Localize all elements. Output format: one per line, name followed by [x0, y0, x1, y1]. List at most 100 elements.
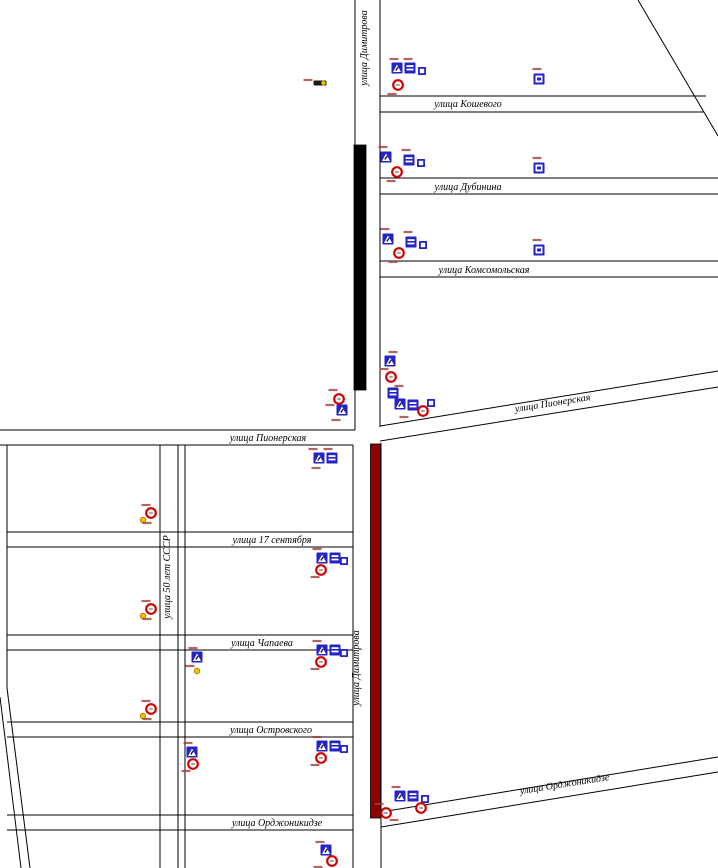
small-sign[interactable]: [340, 557, 348, 565]
street-label: улица Орджоникидзе: [518, 772, 611, 797]
street-label: улица Пионерская: [229, 433, 307, 444]
street-label: улица Кошевого: [433, 99, 502, 110]
prohibition-sign[interactable]: [391, 166, 403, 178]
streetlight-symbol[interactable]: [313, 80, 327, 86]
street-label: улица Дубинина: [434, 182, 502, 193]
prohibition-sign[interactable]: [393, 247, 405, 259]
sign-code-label: [310, 575, 320, 579]
pedestrian-crossing-sign[interactable]: [316, 740, 328, 752]
road-line: [0, 696, 22, 868]
prohibition-sign[interactable]: [380, 807, 392, 819]
street-label: улица 17 сентября: [232, 535, 312, 546]
information-sign[interactable]: [387, 387, 399, 399]
street-label: улица Пионерская: [513, 392, 591, 415]
sign-code-label: [310, 763, 320, 767]
bus-stop-sign[interactable]: [533, 244, 545, 256]
small-sign[interactable]: [340, 649, 348, 657]
information-sign[interactable]: [329, 740, 341, 752]
sign-code-label: [188, 646, 198, 650]
sign-code-label: [388, 350, 398, 354]
pedestrian-crossing-sign[interactable]: [394, 790, 406, 802]
prohibition-sign[interactable]: [145, 603, 157, 615]
street-label: улица Димитрова: [351, 630, 362, 706]
information-sign[interactable]: [329, 644, 341, 656]
street-label: улица Комсомольская: [438, 265, 530, 276]
sign-code-label: [141, 599, 151, 603]
sign-code-label: [389, 57, 399, 61]
road-line: [637, 0, 718, 137]
sign-code-label: [328, 388, 338, 392]
sign-code-label: [142, 521, 152, 525]
sign-code-label: [185, 664, 195, 668]
sign-code-label: [387, 92, 397, 96]
sign-code-label: [312, 547, 322, 551]
prohibition-sign[interactable]: [417, 405, 429, 417]
prohibition-sign[interactable]: [315, 564, 327, 576]
prohibition-sign[interactable]: [145, 703, 157, 715]
small-sign[interactable]: [427, 399, 435, 407]
street-label: улица Чапаева: [230, 638, 293, 649]
information-sign[interactable]: [326, 452, 338, 464]
pedestrian-crossing-sign[interactable]: [380, 151, 392, 163]
pedestrian-crossing-sign[interactable]: [391, 62, 403, 74]
sign-code-label: [331, 418, 341, 422]
pedestrian-crossing-sign[interactable]: [382, 233, 394, 245]
sign-code-label: [315, 840, 325, 844]
small-sign[interactable]: [340, 745, 348, 753]
sign-code-label: [303, 78, 313, 82]
sign-code-label: [403, 57, 413, 61]
sign-code-label: [142, 617, 152, 621]
sign-code-label: [391, 785, 401, 789]
prohibition-sign[interactable]: [187, 758, 199, 770]
information-sign[interactable]: [404, 62, 416, 74]
street-label: улица Димитрова: [359, 10, 370, 86]
sign-code-label: [141, 699, 151, 703]
sign-code-label: [380, 227, 390, 231]
sign-code-label: [399, 415, 409, 419]
prohibition-sign[interactable]: [326, 855, 338, 867]
small-sign[interactable]: [418, 67, 426, 75]
information-sign[interactable]: [403, 154, 415, 166]
prohibition-sign[interactable]: [333, 393, 345, 405]
pedestrian-crossing-sign[interactable]: [394, 398, 406, 410]
sign-code-label: [403, 230, 413, 234]
sign-code-label: [394, 384, 404, 388]
small-sign[interactable]: [419, 241, 427, 249]
information-sign[interactable]: [329, 552, 341, 564]
sign-code-label: [312, 735, 322, 739]
sign-code-label: [378, 145, 388, 149]
sign-code-label: [312, 639, 322, 643]
pedestrian-crossing-sign[interactable]: [191, 651, 203, 663]
road-line: [380, 771, 718, 828]
small-sign[interactable]: [421, 795, 429, 803]
sign-code-label: [532, 67, 542, 71]
small-sign[interactable]: [417, 159, 425, 167]
prohibition-sign[interactable]: [145, 507, 157, 519]
sign-code-label: [183, 741, 193, 745]
sign-code-label: [313, 865, 323, 868]
sign-code-label: [379, 367, 389, 371]
sign-code-label: [374, 802, 384, 806]
pedestrian-crossing-sign[interactable]: [384, 355, 396, 367]
sign-code-label: [388, 260, 398, 264]
information-sign[interactable]: [407, 790, 419, 802]
prohibition-sign[interactable]: [385, 371, 397, 383]
pedestrian-crossing-sign[interactable]: [313, 452, 325, 464]
information-sign[interactable]: [407, 399, 419, 411]
prohibition-sign[interactable]: [315, 656, 327, 668]
prohibition-sign[interactable]: [415, 802, 427, 814]
prohibition-sign[interactable]: [392, 79, 404, 91]
pedestrian-crossing-sign[interactable]: [336, 404, 348, 416]
lamp-symbol[interactable]: [193, 667, 201, 675]
pedestrian-crossing-sign[interactable]: [316, 644, 328, 656]
bus-stop-sign[interactable]: [533, 73, 545, 85]
prohibition-sign[interactable]: [315, 752, 327, 764]
road-line: [6, 687, 31, 868]
sign-code-label: [181, 769, 191, 773]
pedestrian-crossing-sign[interactable]: [186, 746, 198, 758]
information-sign[interactable]: [405, 236, 417, 248]
pedestrian-crossing-sign[interactable]: [316, 552, 328, 564]
pedestrian-crossing-sign[interactable]: [320, 844, 332, 856]
bus-stop-sign[interactable]: [533, 162, 545, 174]
